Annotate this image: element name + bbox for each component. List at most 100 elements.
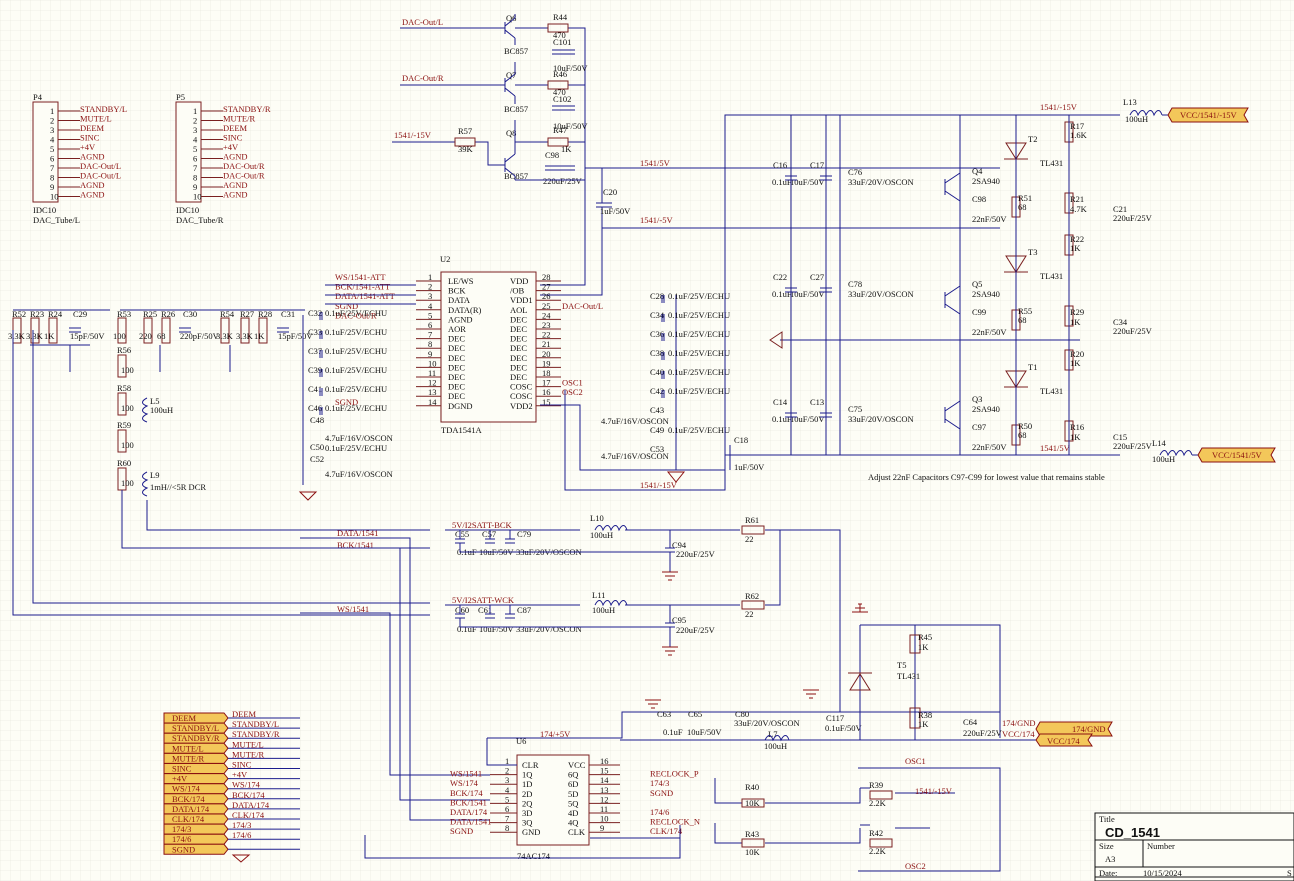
r39-val: 2.2K [869,798,887,808]
c95-val: 220uF/25V [676,625,716,635]
cap-value: 220uF/25V [1113,213,1153,223]
c80-ref: C80 [735,709,749,719]
u2-part: TDA1541A [441,425,482,435]
r42-val: 2.2K [869,846,887,856]
resistor-value: 4.7K [1070,204,1088,214]
c117-ref: C117 [826,713,844,723]
resistor-value: 3.3K [216,331,234,341]
u2-left-net: BCK/1541-ATT [335,282,391,292]
u2-pin-number: 11 [428,368,436,378]
q6-part: BC857 [504,46,528,56]
net-174-5v: 174/+5V [540,729,571,739]
c94-val: 220uF/25V [676,549,716,559]
connector-net-label: DAC-Out/L [80,161,121,171]
p5-type: IDC10 [176,205,199,215]
l14-ref: L14 [1152,438,1166,448]
p4-name: DAC_Tube/L [33,215,80,225]
connector-pin-number: 8 [193,173,197,183]
cap-value: 0.1uF/25V/ECHU [325,443,387,453]
u6-left-net: DATA/174 [450,807,488,817]
net-pos5-label: 1541/5V [640,158,671,168]
resistor-ref: R16 [1070,422,1084,432]
harness-net: WS/174 [232,780,261,790]
cap-value: 33uF/20V/OSCON [848,414,914,424]
c20-val: 1uF/50V [600,206,631,216]
u6-left-net: WS/174 [450,778,479,788]
u6-left-net: DATA/1541 [450,817,491,827]
transistor-ref: Q4 [972,166,983,176]
c60-ref: C60 [455,605,469,615]
connector-pin-number: 8 [50,173,54,183]
cap-ref: C49 [650,425,664,435]
net-neg15-osc: 1541/-15V [915,786,953,796]
cap-value: 0.1uF/25V/ECHU [668,367,730,377]
resistor-value: 68 [1018,430,1027,440]
u2-pin-number: 8 [428,339,432,349]
u2-left-net: SGND [335,397,358,407]
port-174-gnd: 174/GND [1072,724,1106,734]
q6-ref: Q6 [506,13,516,23]
u6-pin-name: 2D [522,789,532,799]
resistor-ref: R23 [30,309,44,319]
harness-port: DATA/174 [172,804,210,814]
harness-net: SINC [232,760,252,770]
c18-ref: C18 [734,435,748,445]
cap-ref: C50 [310,442,324,452]
r62-ref: R62 [745,591,759,601]
cap-ref: C14 [773,397,788,407]
cap-value: 4.7uF/16V/OSCON [325,469,393,479]
q8-ref: Q8 [506,128,516,138]
harness-net: STANDBY/R [232,729,280,739]
harness-port: CLK/174 [172,814,205,824]
cap-ref: C34 [1113,317,1128,327]
u2-pin-name: /OB [510,286,525,296]
u6-pin-name: GND [522,827,540,837]
l13-ref: L13 [1123,97,1137,107]
connector-pin-number: 2 [193,116,197,126]
harness-port: BCK/174 [172,794,205,804]
net-osc1-out: OSC1 [905,756,926,766]
resistor-ref: R59 [117,420,131,430]
cap-ref: C39 [308,365,322,375]
u2-right-net: DAC-Out/L [562,301,603,311]
resistor-ref: R21 [1070,194,1084,204]
connector-pin-number: 2 [50,116,54,126]
u2-pin-number: 17 [542,378,551,388]
c79-ref: C79 [517,529,531,539]
u2-pin-name: VDD [510,276,528,286]
harness-port: SGND [172,844,195,854]
u6-right-net: 174/3 [650,778,669,788]
cap-value: 33uF/20V/OSCON [848,177,914,187]
cap-ref: C15 [1113,432,1127,442]
output-buffer-stage: DAC-Out/L Q6 BC857 R44 470 C101 10uF/50V… [392,12,1000,296]
c57-ref: C57 [482,529,496,539]
cap-value: 0.1uF/25V/ECHU [325,384,387,394]
net-i2satt-bck: 5V/I2SATT-BCK [452,520,513,530]
harness-port: DEEM [172,713,197,723]
resistor-value: 1K [1070,432,1081,442]
u2-pin-number: 15 [542,397,551,407]
u6-left-net: SGND [450,826,473,836]
l10-ref: L10 [590,513,604,523]
cap-value: 22nF/50V [972,442,1007,452]
cap-value: 0.1uF/25V/ECHU [325,308,387,318]
net-bck1541: BCK/1541 [337,540,374,550]
cap-ref: C22 [773,272,787,282]
cap-value: 10uF/50V [790,177,825,187]
u2-pin-name: AOL [510,305,527,315]
u6-pin-number: 8 [505,823,509,833]
u2-pin-number: 13 [428,387,437,397]
q8-part: BC857 [504,171,528,181]
u6-part: 74AC174 [517,851,551,861]
transistor-part: 2SA940 [972,289,1000,299]
u6-pin-name: 3Q [522,818,532,828]
cap-ref: C78 [848,279,862,289]
size-label: Size [1099,841,1114,851]
cap-ref: C40 [650,367,664,377]
cap-ref: C13 [810,397,824,407]
